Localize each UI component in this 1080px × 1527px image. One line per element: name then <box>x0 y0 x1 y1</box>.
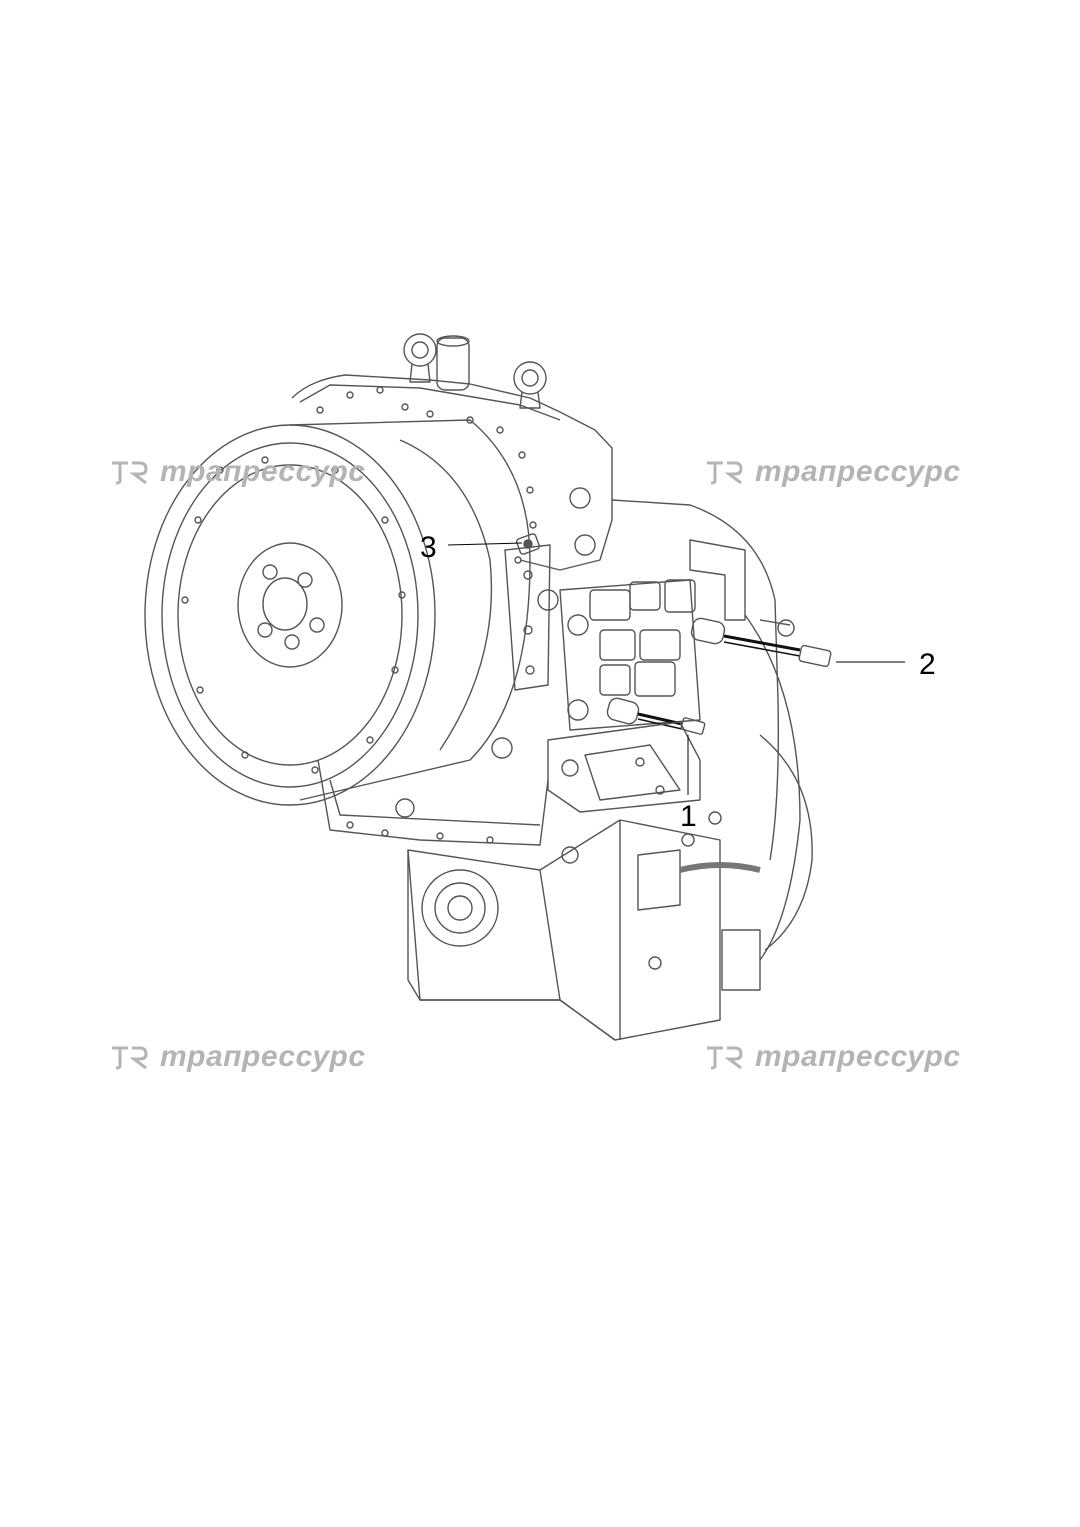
input-hub <box>237 542 343 668</box>
oil-pan <box>317 759 549 846</box>
watermark-brand-text: трапрессурс <box>160 455 366 488</box>
breather <box>436 335 470 391</box>
brand-logo-icon <box>707 1046 743 1070</box>
rear-housing <box>611 499 813 991</box>
side-plate <box>491 544 551 759</box>
sensor-3 <box>516 533 540 555</box>
lifting-eye-right <box>513 361 547 409</box>
speed-sensor-2 <box>690 617 832 668</box>
watermark-top-right: трапрессурс <box>703 455 961 489</box>
lifting-eye-left <box>403 333 437 383</box>
control-valve-block <box>537 487 701 731</box>
converter-housing <box>144 419 531 806</box>
watermark-brand-text: трапрессурс <box>160 1040 366 1073</box>
mounting-bracket <box>547 721 701 864</box>
watermark-brand-text: трапрессурс <box>755 455 961 488</box>
upper-housing <box>291 374 613 571</box>
lower-housing <box>407 811 761 1041</box>
speed-sensor-1 <box>606 697 706 735</box>
brand-logo-icon <box>112 1046 148 1070</box>
leader-line-3 <box>447 542 523 546</box>
brand-logo-icon <box>707 461 743 485</box>
callout-1: 1 <box>680 800 697 833</box>
callout-3: 3 <box>420 531 437 564</box>
callout-2: 2 <box>919 648 936 681</box>
watermark-brand-text: трапрессурс <box>755 1040 961 1073</box>
watermark-bottom-left: трапрессурс <box>108 1040 366 1074</box>
watermark-top-left: трапрессурс <box>108 455 366 489</box>
brand-logo-icon <box>112 461 148 485</box>
watermark-bottom-right: трапрессурс <box>703 1040 961 1074</box>
